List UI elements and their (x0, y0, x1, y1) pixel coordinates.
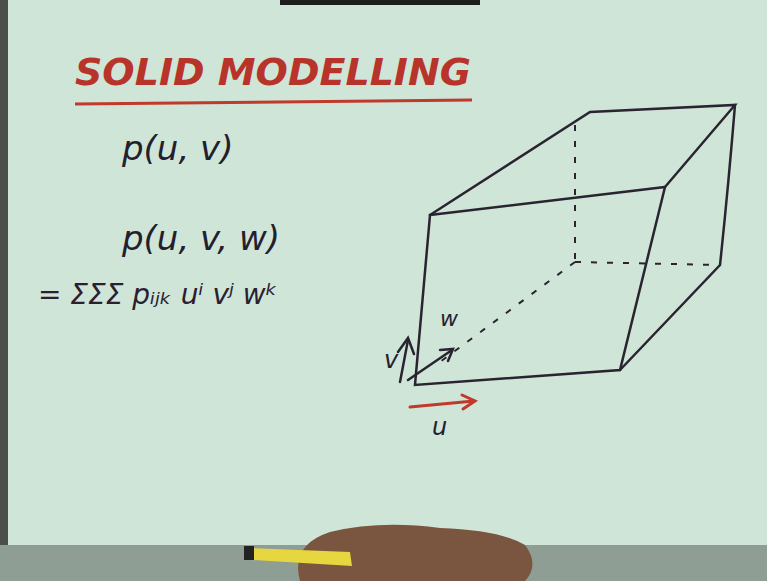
axis-label: w (440, 306, 458, 331)
expression: p(u, v, w) (122, 218, 280, 258)
cube-figure (415, 105, 735, 385)
axis-arrows (398, 338, 453, 382)
board-frame (280, 0, 480, 5)
axis-label: u (432, 413, 447, 441)
axis-label: v (384, 346, 398, 374)
board-frame (0, 0, 8, 581)
board-title: SOLID MODELLING (75, 50, 471, 94)
expression: p(u, v) (122, 128, 233, 168)
title-underline (75, 100, 472, 104)
formula: = ΣΣΣ pᵢⱼₖ uⁱ vʲ wᵏ (38, 278, 278, 311)
hidden-edges (440, 125, 720, 362)
u-axis-arrow (410, 395, 475, 409)
hand (244, 525, 533, 581)
